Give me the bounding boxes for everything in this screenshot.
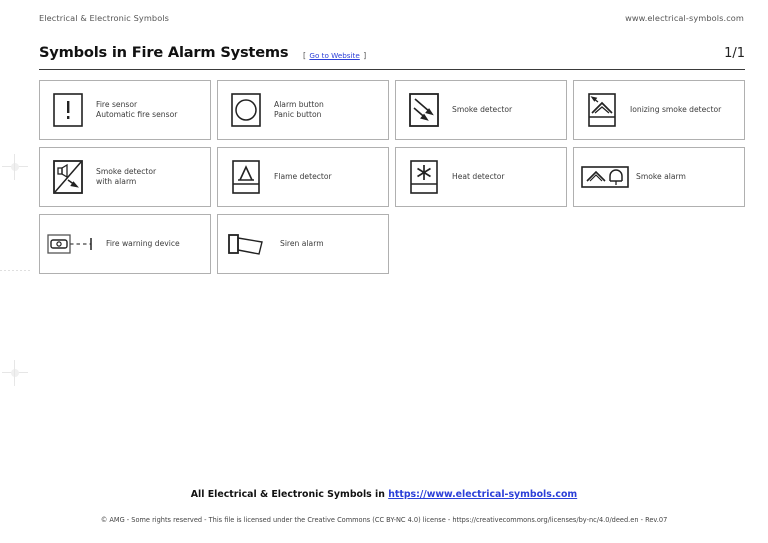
symbol-label-line1: Heat detector <box>452 171 505 181</box>
symbol-labels: Heat detector <box>452 172 509 182</box>
symbol-card[interactable]: Smoke detector <box>395 80 567 140</box>
symbol-labels: Siren alarm <box>280 239 328 249</box>
symbol-label-line1: Smoke alarm <box>636 171 686 181</box>
footer-prefix: All Electrical & Electronic Symbols in <box>190 489 389 500</box>
header-left-text: Electrical & Electronic Symbols <box>39 13 170 23</box>
symbol-labels: Ionizing smoke detector <box>630 105 725 115</box>
symbol-label-line2: with alarm <box>96 177 137 186</box>
alarm-button-icon <box>218 82 274 138</box>
symbol-label-line1: Fire warning device <box>106 238 180 248</box>
symbol-labels: Smoke alarm <box>636 172 690 182</box>
flame-detector-icon <box>218 149 274 205</box>
bracket-open: [ <box>303 51 306 60</box>
symbol-card[interactable]: Alarm button Panic button <box>217 80 389 140</box>
smoke-detector-with-alarm-icon <box>40 149 96 205</box>
symbol-card[interactable]: Siren alarm <box>217 214 389 274</box>
header-website-url: www.electrical-symbols.com <box>625 13 744 23</box>
symbol-label-line1: Smoke detector <box>452 104 513 114</box>
smoke-detector-icon <box>396 82 452 138</box>
bracket-close: ] <box>363 51 367 60</box>
symbol-card[interactable]: Heat detector <box>395 147 567 207</box>
footer-website-link[interactable]: https://www.electrical-symbols.com <box>388 489 578 500</box>
page-number: 1/1 <box>724 46 745 61</box>
symbol-labels: Fire sensor Automatic fire sensor <box>96 100 181 121</box>
go-to-website-link[interactable]: Go to Website <box>309 51 360 60</box>
symbol-grid: Fire sensor Automatic fire sensor Alarm … <box>39 80 745 274</box>
symbol-label-line1: Flame detector <box>274 171 332 181</box>
registration-mark <box>2 360 28 386</box>
title-row: Symbols in Fire Alarm Systems [ Go to We… <box>39 44 745 68</box>
symbol-label-line1: Fire sensor <box>96 99 138 109</box>
symbol-card[interactable]: Smoke alarm <box>573 147 745 207</box>
go-to-website-wrapper: [ Go to Website ] <box>303 51 366 60</box>
symbol-label-line1: Alarm button <box>274 99 324 109</box>
symbol-card[interactable]: Ionizing smoke detector <box>573 80 745 140</box>
symbol-labels: Smoke detector with alarm <box>96 167 160 188</box>
symbol-labels: Smoke detector <box>452 105 516 115</box>
fire-sensor-icon <box>40 82 96 138</box>
symbol-card[interactable]: Fire sensor Automatic fire sensor <box>39 80 211 140</box>
symbol-card[interactable]: Smoke detector with alarm <box>39 147 211 207</box>
symbol-label-line2: Panic button <box>274 110 322 119</box>
symbol-labels: Flame detector <box>274 172 336 182</box>
symbol-label-line1: Ionizing smoke detector <box>630 104 722 114</box>
symbol-card[interactable]: Flame detector <box>217 147 389 207</box>
ionizing-smoke-detector-icon <box>574 82 630 138</box>
title-divider <box>39 69 745 70</box>
siren-alarm-icon <box>218 216 280 272</box>
registration-mark <box>2 154 28 180</box>
fire-warning-device-icon <box>40 216 106 272</box>
page-title: Symbols in Fire Alarm Systems <box>39 44 289 61</box>
symbol-card[interactable]: Fire warning device <box>39 214 211 274</box>
heat-detector-icon <box>396 149 452 205</box>
footer-primary: All Electrical & Electronic Symbols in h… <box>0 489 768 500</box>
document-header: Electrical & Electronic Symbols www.elec… <box>0 13 768 27</box>
symbol-label-line1: Smoke detector <box>96 166 157 176</box>
margin-dash-line <box>0 270 30 271</box>
symbol-label-line1: Siren alarm <box>280 238 324 248</box>
smoke-alarm-icon <box>574 149 636 205</box>
symbol-labels: Alarm button Panic button <box>274 100 328 121</box>
symbol-label-line2: Automatic fire sensor <box>96 110 178 119</box>
symbol-labels: Fire warning device <box>106 239 184 249</box>
footer-license: © AMG - Some rights reserved - This file… <box>100 516 668 524</box>
